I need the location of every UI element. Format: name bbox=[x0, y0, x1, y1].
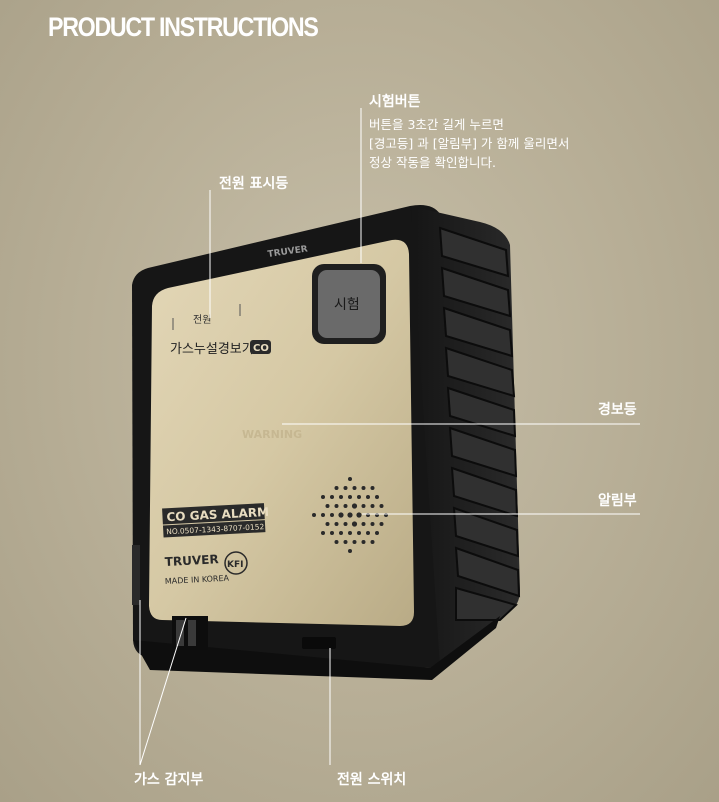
test-button-description: 버튼을 3초간 길게 누르면 [경고등] 과 [알림부] 가 함께 울리면서 정… bbox=[369, 117, 570, 170]
housing-bottom bbox=[133, 616, 500, 680]
power-switch-label: 전원 스위치 bbox=[337, 772, 407, 788]
power-indicator-label: 전원 표시등 bbox=[219, 176, 289, 192]
label-title: CO GAS ALARM bbox=[166, 505, 269, 524]
test-button-text: 시험 bbox=[334, 297, 360, 313]
made-in-text: MADE IN KOREA bbox=[165, 574, 230, 586]
housing-ribs bbox=[438, 226, 521, 621]
warning-text: WARNING bbox=[242, 428, 302, 441]
power-text: 전원 bbox=[193, 314, 211, 326]
brand-text: TRUVER bbox=[164, 552, 219, 569]
gas-sensor-label: 가스 감지부 bbox=[134, 772, 204, 788]
speaker-grille bbox=[312, 477, 388, 553]
co-badge: CO bbox=[253, 343, 269, 354]
kfi-mark: KFI bbox=[224, 551, 248, 575]
speaker-label: 알림부 bbox=[598, 493, 637, 509]
product-name: 가스누설경보기 bbox=[170, 342, 254, 357]
test-button[interactable]: 시험 bbox=[312, 264, 386, 344]
test-button-label: 시험버튼 bbox=[369, 94, 421, 110]
svg-text:KFI: KFI bbox=[227, 560, 243, 570]
page-title: PRODUCT INSTRUCTIONS bbox=[48, 12, 319, 42]
warning-light-label: 경보등 bbox=[598, 402, 637, 418]
power-switch-slot[interactable] bbox=[302, 637, 336, 649]
